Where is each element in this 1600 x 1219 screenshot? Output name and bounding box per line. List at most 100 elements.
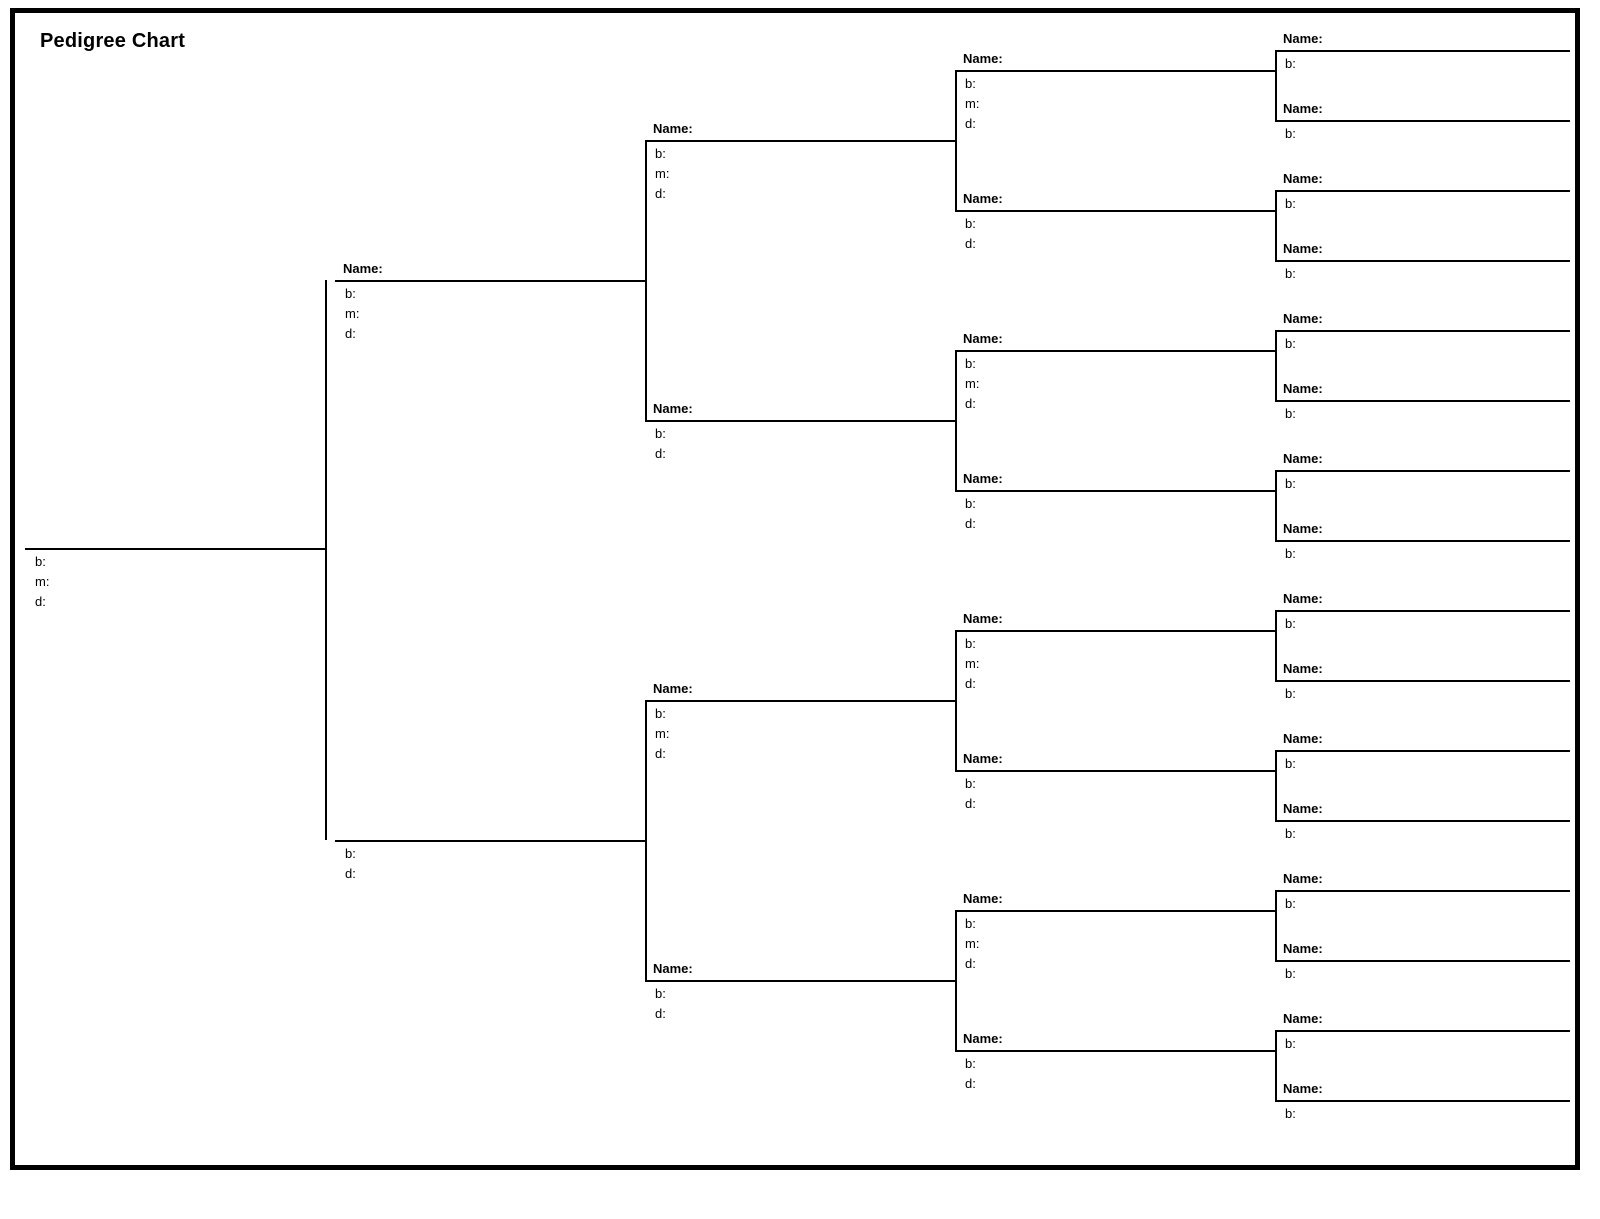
page-border-frame — [10, 8, 1580, 1170]
birth-field: b: — [1285, 1036, 1296, 1051]
name-writing-line — [955, 770, 1275, 772]
vital-fields[interactable]: b:m:d: — [35, 552, 49, 612]
connector-spine — [645, 140, 647, 420]
name-label: Name: — [1283, 101, 1323, 116]
name-label: Name: — [1283, 451, 1323, 466]
name-label: Name: — [963, 51, 1003, 66]
vital-fields[interactable]: b:m:d: — [345, 284, 359, 344]
vital-fields[interactable]: b:d: — [965, 214, 976, 254]
name-label: Name: — [653, 961, 693, 976]
vital-fields[interactable]: b: — [1285, 1034, 1296, 1054]
vital-fields[interactable]: b: — [1285, 964, 1296, 984]
vital-fields[interactable]: b: — [1285, 194, 1296, 214]
birth-field: b: — [1285, 266, 1296, 281]
connector-stub — [885, 980, 955, 982]
connector-stub — [1183, 630, 1275, 632]
name-writing-line — [1275, 1030, 1570, 1032]
connector-stub — [1183, 490, 1275, 492]
vital-fields[interactable]: b:d: — [965, 774, 976, 814]
name-writing-line — [1275, 260, 1570, 262]
vital-fields[interactable]: b: — [1285, 824, 1296, 844]
connector-stub — [1183, 350, 1275, 352]
name-writing-line — [1275, 50, 1570, 52]
birth-field: b: — [655, 706, 666, 721]
vital-fields[interactable]: b: — [1285, 54, 1296, 74]
vital-fields[interactable]: b: — [1285, 684, 1296, 704]
name-writing-line — [1275, 330, 1570, 332]
death-field: d: — [965, 956, 976, 971]
vital-fields[interactable]: b:d: — [965, 1054, 976, 1094]
birth-field: b: — [35, 554, 46, 569]
vital-fields[interactable]: b:m:d: — [965, 634, 979, 694]
name-label: Name: — [1283, 171, 1323, 186]
vital-fields[interactable]: b:d: — [655, 424, 666, 464]
name-writing-line — [645, 980, 955, 982]
birth-field: b: — [345, 846, 356, 861]
connector-stub — [1183, 770, 1275, 772]
name-writing-line — [955, 70, 1275, 72]
vital-fields[interactable]: b: — [1285, 544, 1296, 564]
death-field: d: — [655, 186, 666, 201]
vital-fields[interactable]: b: — [1285, 334, 1296, 354]
name-writing-line — [1275, 610, 1570, 612]
vital-fields[interactable]: b: — [1285, 614, 1296, 634]
name-label: Name: — [1283, 591, 1323, 606]
name-writing-line — [1275, 190, 1570, 192]
marriage-field: m: — [965, 96, 980, 111]
name-label: Name: — [653, 121, 693, 136]
name-writing-line — [955, 490, 1275, 492]
vital-fields[interactable]: b:d: — [655, 984, 666, 1024]
name-label: Name: — [963, 471, 1003, 486]
name-writing-line — [1275, 470, 1570, 472]
connector-spine — [1275, 610, 1277, 680]
death-field: d: — [965, 116, 976, 131]
vital-fields[interactable]: b: — [1285, 264, 1296, 284]
death-field: d: — [655, 446, 666, 461]
birth-field: b: — [655, 986, 666, 1001]
vital-fields[interactable]: b:m:d: — [655, 704, 669, 764]
connector-spine — [1275, 330, 1277, 400]
connector-stub — [25, 548, 325, 550]
name-writing-line — [1275, 750, 1570, 752]
vital-fields[interactable]: b:d: — [965, 494, 976, 534]
birth-field: b: — [965, 636, 976, 651]
vital-fields[interactable]: b: d: — [345, 844, 356, 884]
marriage-field: m: — [345, 306, 360, 321]
death-field: d: — [345, 866, 356, 881]
connector-spine — [955, 910, 957, 1050]
vital-fields[interactable]: b: — [1285, 1104, 1296, 1124]
connector-stub — [1183, 910, 1275, 912]
vital-fields[interactable]: b:m:d: — [965, 354, 979, 414]
name-label: Name: — [1283, 871, 1323, 886]
birth-field: b: — [1285, 406, 1296, 421]
birth-field: b: — [965, 916, 976, 931]
vital-fields[interactable]: b:m:d: — [655, 144, 669, 204]
name-label: Name: — [653, 681, 693, 696]
name-writing-line — [645, 700, 955, 702]
name-label: Name: — [1283, 731, 1323, 746]
name-writing-line — [1275, 960, 1570, 962]
vital-fields[interactable]: b: — [1285, 404, 1296, 424]
connector-stub — [885, 140, 955, 142]
name-writing-line — [1275, 540, 1570, 542]
name-label: Name: — [1283, 311, 1323, 326]
connector-spine — [325, 280, 327, 840]
name-writing-line — [335, 840, 645, 842]
vital-fields[interactable]: b: — [1285, 754, 1296, 774]
birth-field: b: — [1285, 966, 1296, 981]
vital-fields[interactable]: b:m:d: — [965, 74, 979, 134]
connector-spine — [645, 700, 647, 980]
name-label: Name: — [963, 1031, 1003, 1046]
vital-fields[interactable]: b: — [1285, 474, 1296, 494]
name-writing-line — [1275, 120, 1570, 122]
vital-fields[interactable]: b:m:d: — [965, 914, 979, 974]
name-writing-line — [1275, 680, 1570, 682]
name-label: Name: — [963, 191, 1003, 206]
vital-fields[interactable]: b: — [1285, 124, 1296, 144]
connector-stub — [1183, 1050, 1275, 1052]
birth-field: b: — [345, 286, 356, 301]
vital-fields[interactable]: b: — [1285, 894, 1296, 914]
birth-field: b: — [965, 216, 976, 231]
